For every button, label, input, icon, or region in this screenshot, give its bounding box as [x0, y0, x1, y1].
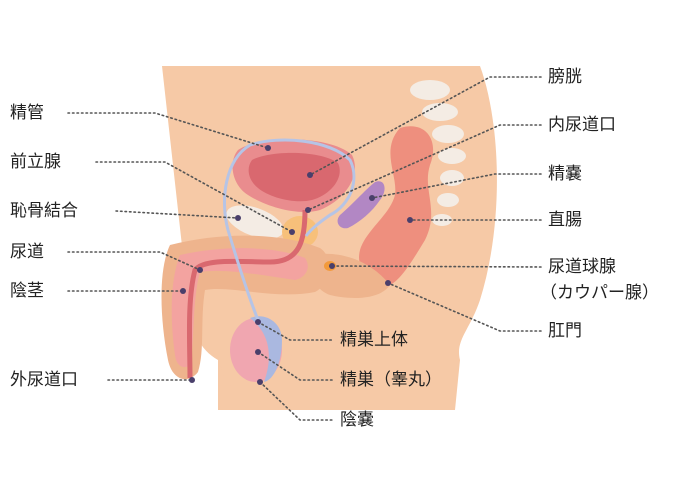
label-bladder: 膀胱: [548, 67, 582, 87]
leader-seminal-vesicle: [371, 173, 542, 199]
label-vas-deferens: 精管: [10, 103, 44, 123]
leader-vas-deferens: [67, 112, 269, 149]
dot-penis-shaft: [180, 288, 186, 294]
rectum-shape: [359, 126, 434, 286]
label-penis-shaft: 陰茎: [10, 281, 44, 301]
label-prostate: 前立腺: [10, 152, 61, 172]
dot-external-urethral-orifice: [189, 377, 195, 383]
label-anus: 肛門: [548, 321, 582, 341]
label-scrotum: 陰嚢: [340, 410, 374, 430]
dot-internal-urethral-orifice: [305, 207, 311, 213]
dot-urethra: [197, 267, 203, 273]
dot-seminal-vesicle: [369, 195, 375, 201]
urethra-line: [186, 209, 308, 379]
pubic-bone: [226, 205, 284, 239]
label-urethra: 尿道: [10, 242, 44, 262]
dot-scrotum: [257, 379, 263, 385]
label-external-urethral-orifice: 外尿道口: [10, 370, 78, 390]
leader-prostate: [95, 161, 293, 233]
dot-vas-deferens: [265, 145, 271, 151]
dot-bladder: [307, 172, 313, 178]
leader-dots: [180, 145, 413, 385]
leader-urethra: [67, 251, 201, 271]
dot-testis: [255, 349, 261, 355]
seminal-vesicle-shape: [337, 181, 385, 229]
dot-prostate: [289, 229, 295, 235]
dot-bulbourethral-gland: [329, 263, 335, 269]
leader-bulbourethral-gland: [331, 265, 542, 268]
sacrum-bones: [410, 80, 466, 226]
leader-scrotum: [259, 381, 335, 421]
dot-pubic-symphysis: [235, 215, 241, 221]
epididymis-shape: [250, 316, 282, 382]
dot-epididymis: [255, 319, 261, 325]
label-bulbourethral-gland: 尿道球腺: [548, 257, 616, 277]
label-testis: 精巣（睾丸）: [340, 370, 442, 390]
leader-epididymis: [257, 321, 335, 341]
leader-testis: [257, 351, 335, 381]
label-epididymis: 精巣上体: [340, 330, 408, 350]
leader-bladder: [309, 76, 542, 176]
label-seminal-vesicle: 精嚢: [548, 164, 582, 184]
bladder-inner: [248, 152, 340, 202]
label-bulbourethral-gland-alt: （カウパー腺）: [540, 283, 659, 303]
label-internal-urethral-orifice: 内尿道口: [548, 115, 616, 135]
leader-lines: [67, 76, 542, 421]
leader-internal-urethral-orifice: [307, 124, 542, 211]
dot-rectum: [407, 217, 413, 223]
leader-anus: [387, 282, 542, 332]
vas-deferens-line: [222, 138, 356, 321]
dot-anus: [385, 280, 391, 286]
label-pubic-symphysis: 恥骨結合: [10, 201, 78, 221]
label-rectum: 直腸: [548, 210, 582, 230]
